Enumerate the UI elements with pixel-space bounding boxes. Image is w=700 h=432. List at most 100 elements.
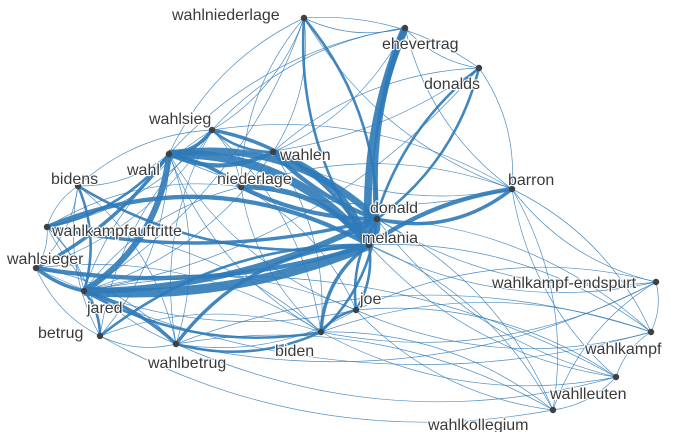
node-dot-wahlsieg[interactable] bbox=[208, 126, 216, 134]
node-donalds[interactable]: donalds bbox=[423, 64, 483, 94]
node-dot-wahlbetrug[interactable] bbox=[172, 340, 180, 348]
node-dot-wahlleuten[interactable] bbox=[612, 373, 620, 381]
node-label-wahlkampf: wahlkampf bbox=[584, 341, 662, 358]
node-dot-wahlsieger[interactable] bbox=[32, 264, 40, 272]
edge-donald-wahlleuten bbox=[376, 218, 617, 378]
node-dot-wahlkampfauftritte[interactable] bbox=[43, 223, 51, 231]
node-dot-betrug[interactable] bbox=[96, 332, 104, 340]
edge-wahlniederlage-wahlsieg bbox=[211, 17, 305, 131]
node-dot-biden[interactable] bbox=[317, 328, 325, 336]
edge-melania-wahlniederlage bbox=[301, 17, 371, 246]
node-wahlsieger[interactable]: wahlsieger bbox=[5, 250, 85, 272]
edge-biden-niederlage bbox=[240, 186, 322, 333]
node-wahl[interactable]: wahl bbox=[125, 150, 173, 180]
node-wahlniederlage[interactable]: wahlniederlage bbox=[170, 6, 308, 25]
node-niederlage[interactable]: niederlage bbox=[216, 170, 293, 191]
node-barron[interactable]: barron bbox=[507, 171, 555, 193]
node-wahlen[interactable]: wahlen bbox=[269, 146, 332, 165]
node-bidens[interactable]: bidens bbox=[50, 170, 99, 190]
edge-wahlkampf-wahlleuten bbox=[615, 331, 652, 378]
node-label-biden: biden bbox=[275, 343, 314, 360]
edge-wahlniederlage-donalds bbox=[303, 17, 480, 69]
edge-donalds-wahlen bbox=[272, 67, 480, 153]
node-melania[interactable]: melania bbox=[361, 229, 419, 249]
edge-barron-wahlkollegium bbox=[511, 188, 559, 411]
edge-wahl-wahlkampfauftritte bbox=[46, 153, 171, 229]
node-donald[interactable]: donald bbox=[369, 199, 419, 223]
edge-wahlniederlage-wahl bbox=[168, 17, 305, 155]
edge-wahlsieger-biden bbox=[35, 264, 322, 333]
edge-jared-niederlage bbox=[83, 186, 242, 292]
node-wahlsieg[interactable]: wahlsieg bbox=[147, 110, 216, 134]
edge-melania-wahlkollegium bbox=[368, 244, 554, 411]
node-wahlbetrug[interactable]: wahlbetrug bbox=[146, 340, 227, 373]
edges-layer bbox=[34, 17, 659, 423]
edge-donald-wahlen bbox=[271, 150, 378, 222]
node-wahlleuten[interactable]: wahlleuten bbox=[548, 373, 628, 404]
edge-wahlniederlage-jared bbox=[83, 17, 305, 292]
node-dot-bidens[interactable] bbox=[74, 182, 82, 190]
edge-wahlleuten-wahlkollegium bbox=[552, 376, 617, 411]
node-dot-donald[interactable] bbox=[373, 215, 381, 223]
node-label-niederlage: niederlage bbox=[217, 171, 292, 188]
edge-betrug-wahl bbox=[99, 153, 170, 337]
node-label-donalds: donalds bbox=[424, 76, 480, 93]
edge-biden-wahlleuten bbox=[320, 331, 617, 387]
node-joe[interactable]: joe bbox=[352, 290, 383, 314]
node-dot-jared[interactable] bbox=[80, 287, 88, 295]
node-jared[interactable]: jared bbox=[80, 287, 124, 318]
edge-barron-donalds bbox=[478, 67, 513, 190]
edge-biden-wahl bbox=[168, 153, 322, 333]
node-dot-wahlen[interactable] bbox=[269, 148, 277, 156]
node-dot-wahlkampf-endspurt[interactable] bbox=[652, 278, 660, 286]
node-wahlkampf-endspurt[interactable]: wahlkampf-endspurt bbox=[490, 274, 660, 293]
edge-wahlleuten-jared bbox=[83, 276, 617, 378]
node-dot-wahlkollegium[interactable] bbox=[549, 406, 557, 414]
edge-barron-wahlkampf bbox=[511, 188, 652, 333]
edge-joe-wahlkampf bbox=[355, 309, 652, 350]
node-dot-wahlkampf[interactable] bbox=[647, 328, 655, 336]
edge-bidens-wahl bbox=[77, 153, 170, 187]
node-ehevertrag[interactable]: ehevertrag bbox=[381, 24, 460, 54]
edge-wahlsieger-betrug bbox=[35, 267, 101, 337]
edge-donald-barron bbox=[376, 187, 514, 226]
edge-wahlkampf-endspurt-joe bbox=[355, 266, 657, 311]
node-biden[interactable]: biden bbox=[274, 328, 325, 361]
node-dot-ehevertrag[interactable] bbox=[401, 24, 409, 32]
node-wahlkampf[interactable]: wahlkampf bbox=[583, 328, 663, 359]
node-dot-wahlniederlage[interactable] bbox=[300, 14, 308, 22]
edge-jared-wahlsieger bbox=[34, 266, 85, 293]
edge-joe-niederlage bbox=[240, 186, 357, 311]
edge-ehevertrag-wahlsieg bbox=[211, 27, 406, 131]
edge-barron-wahlkampf-endspurt bbox=[511, 188, 657, 283]
edge-bidens-wahlsieg bbox=[77, 129, 213, 187]
node-wahlkampfauftritte[interactable]: wahlkampfauftritte bbox=[43, 222, 183, 241]
edge-joe-wahlleuten bbox=[355, 307, 617, 378]
node-label-ehevertrag: ehevertrag bbox=[382, 36, 459, 53]
edge-wahlkampfauftritte-biden bbox=[46, 226, 322, 333]
edge-barron-wahlen bbox=[272, 151, 513, 197]
node-label-wahlleuten: wahlleuten bbox=[549, 386, 627, 403]
edge-joe-wahlkollegium bbox=[355, 309, 554, 411]
node-label-wahl: wahl bbox=[126, 162, 160, 179]
edge-wahlkampfauftritte-betrug bbox=[46, 226, 101, 337]
edge-wahlsieger-wahlsieg bbox=[35, 129, 213, 269]
edge-wahlbetrug-wahlsieg bbox=[170, 129, 213, 345]
edge-wahlniederlage-wahlen bbox=[272, 17, 306, 153]
node-dot-niederlage[interactable] bbox=[237, 183, 245, 191]
edge-donalds-wahl bbox=[168, 67, 480, 156]
edge-jared-wahlsieg bbox=[83, 129, 213, 292]
node-dot-melania[interactable] bbox=[365, 241, 373, 249]
edge-wahlkampf-endspurt-wahlbetrug bbox=[175, 281, 657, 363]
node-label-betrug: betrug bbox=[38, 325, 83, 342]
edge-biden-wahlen bbox=[272, 151, 323, 333]
node-betrug[interactable]: betrug bbox=[37, 324, 104, 343]
edge-donald-wahlkollegium bbox=[376, 218, 554, 411]
node-dot-donalds[interactable] bbox=[475, 64, 483, 72]
node-label-wahlen: wahlen bbox=[279, 147, 331, 164]
node-dot-wahl[interactable] bbox=[165, 150, 173, 158]
node-wahlkollegium[interactable]: wahlkollegium bbox=[426, 406, 557, 432]
node-dot-barron[interactable] bbox=[508, 185, 516, 193]
node-dot-joe[interactable] bbox=[352, 306, 360, 314]
